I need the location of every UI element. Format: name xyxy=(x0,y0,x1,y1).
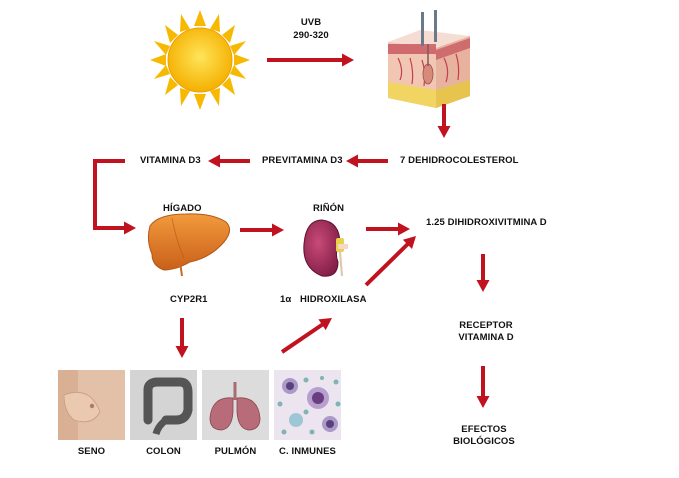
uvb-range-label: 290-320 xyxy=(293,30,329,41)
breast-tissue-image xyxy=(58,370,125,440)
dihidroxi-label: 1.25 DIHIDROXIVITMINA D xyxy=(426,217,547,228)
kidney-icon xyxy=(303,219,348,277)
arrow-higado-to-rinon xyxy=(240,223,284,237)
cyp2r1-label: CYP2R1 xyxy=(170,294,208,305)
arrow-dihidroxi-to-receptor xyxy=(476,254,490,292)
receptor-label-line1: RECEPTOR xyxy=(459,320,513,331)
immune-cells-image xyxy=(274,370,341,440)
vitamina-d3-label: VITAMINA D3 xyxy=(140,155,201,166)
colon-tissue-image xyxy=(130,370,197,440)
efectos-label-line2: BIOLÓGICOS xyxy=(453,436,515,447)
tissue-label-inmunes: C. INMUNES xyxy=(279,446,336,457)
arrow-receptor-to-efectos xyxy=(476,366,490,408)
connector-vitamina-to-higado xyxy=(93,159,125,230)
arrow-dehidrocolesterol-to-previtamina xyxy=(346,154,388,168)
rinon-label: RIÑÓN xyxy=(313,203,345,214)
previtamina-label: PREVITAMINA D3 xyxy=(262,155,343,166)
hidroxilasa-label: HIDROXILASA xyxy=(300,294,367,305)
uvb-label: UVB xyxy=(300,17,322,28)
arrow-hidroxilasa-to-dihidroxi xyxy=(364,236,416,287)
arrow-connector-to-higado xyxy=(120,221,136,235)
alpha-prefix-label: 1α xyxy=(280,294,292,305)
arrow-previtamina-to-vitamina xyxy=(208,154,250,168)
arrow-rinon-to-dihidroxi xyxy=(366,222,410,236)
sun-icon xyxy=(150,10,250,110)
arrow-tissues-to-hidroxilasa xyxy=(280,318,332,354)
tissue-label-colon: COLON xyxy=(146,446,181,457)
arrow-skin-to-dehidrocolesterol xyxy=(437,104,451,138)
arrow-sun-to-skin xyxy=(267,53,354,67)
tissue-label-seno: SENO xyxy=(77,446,106,457)
arrow-cyp-to-tissues xyxy=(175,318,189,358)
higado-label: HÍGADO xyxy=(163,203,202,214)
lung-tissue-image xyxy=(202,370,269,440)
liver-icon xyxy=(147,213,230,277)
efectos-label-line1: EFECTOS xyxy=(461,424,507,435)
dehidrocolesterol-label: 7 DEHIDROCOLESTEROL xyxy=(400,155,519,166)
receptor-label-line2: VITAMINA D xyxy=(458,332,514,343)
tissue-label-pulmon: PULMÓN xyxy=(214,446,257,457)
skin-icon xyxy=(388,10,470,108)
